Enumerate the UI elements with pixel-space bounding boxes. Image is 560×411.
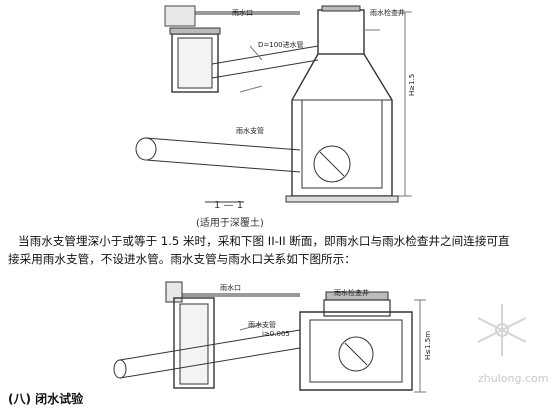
paragraph-line-1: 当雨水支管埋深小于或等于 1.5 米时，采和下图 II-II 断面，即雨水口与雨… <box>18 234 510 248</box>
slope-label: i≥0.005 <box>262 330 290 338</box>
section-label: 1 — 1 <box>214 200 244 211</box>
inlet-label-2: 雨水口 <box>220 284 241 292</box>
inlet-label: 雨水口 <box>232 9 253 17</box>
well-label: 雨水检查井 <box>370 9 405 17</box>
well-label-2: 雨水检查井 <box>334 289 369 297</box>
watermark-logo <box>472 300 532 360</box>
paragraph-line-2: 接采用雨水支管，不设进水管。雨水支管与雨水口关系如下图所示： <box>8 252 356 266</box>
inlet-pipe-label: D=100进水管 <box>258 41 304 49</box>
watermark-text: zhulong.com <box>478 372 549 385</box>
figure-caption: (适用于深覆土) <box>196 218 264 229</box>
section-heading: (八) 闭水试验 <box>8 392 84 406</box>
branch-pipe-label: 雨水支管 <box>236 127 264 135</box>
depth-label-1: H≥1.5 <box>408 73 416 96</box>
branch-pipe-label-2: 雨水支管 <box>248 321 276 329</box>
depth-label-2: H≤1.5m <box>424 330 432 360</box>
